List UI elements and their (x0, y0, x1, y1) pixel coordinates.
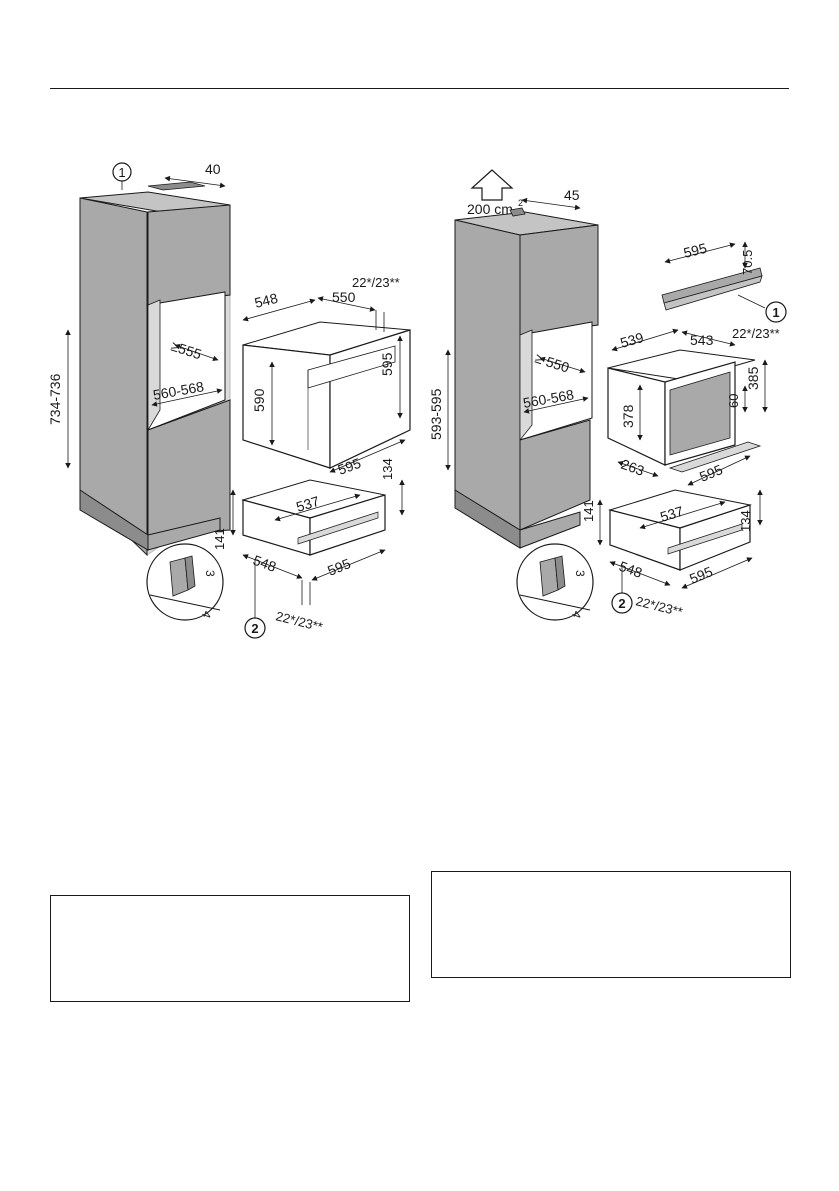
detail-dim-b: 4 (199, 609, 215, 620)
dim-drawer-height-right: 134 (380, 458, 395, 480)
dim-oven-height-inner: 378 (620, 404, 636, 428)
installation-diagram-left-svg: 1 40 734-736 ≥555 560-568 548 550 22*/23… (47, 161, 411, 639)
dim-drawer-depth: 548 (617, 558, 645, 581)
dim-oven-height: 595 (379, 352, 395, 376)
dim-line-drawer-width (681, 557, 753, 589)
callout-1: 1 (112, 162, 132, 190)
dim-drawer-depth: 548 (251, 552, 279, 575)
dim-drawer-height-left: 141 (212, 528, 227, 550)
note-box-left (50, 895, 410, 1002)
callout-1-label: 1 (118, 165, 125, 180)
dim-drawer-width: 595 (687, 563, 715, 587)
installation-diagram-right: 200 cm 2 45 593-595 ≥ 550 560-568 595 70… (428, 150, 810, 655)
dim-top-depth: 40 (205, 161, 221, 177)
dim-line-niche-depth (539, 356, 586, 374)
dim-line-drawer-inner-width (274, 493, 361, 522)
dim-oven-width: 595 (336, 455, 364, 478)
dim-line-drawer-width (311, 549, 386, 581)
dim-drawer-height-right: 134 (738, 510, 753, 532)
dim-line-oven-front-depth (317, 296, 376, 312)
tall-cabinet (454, 207, 599, 549)
detail-dim-a: 3 (573, 570, 587, 577)
dim-line-oven-width (687, 455, 751, 486)
dim-drawer-inner-width: 537 (294, 493, 321, 515)
detail-dim-a: 3 (203, 570, 217, 577)
dim-oven-depth: 548 (253, 290, 280, 311)
installation-diagram-left: 1 40 734-736 ≥555 560-568 548 550 22*/23… (40, 150, 420, 655)
dim-line-drawer-depth (242, 554, 303, 579)
dim-trim-width: 595 (682, 240, 709, 261)
dim-top-depth: 45 (564, 187, 580, 203)
dim-drawer-width: 595 (325, 555, 353, 579)
dim-oven-front-depth: 543 (690, 332, 714, 348)
installation-diagram-right-svg: 200 cm 2 45 593-595 ≥ 550 560-568 595 70… (428, 169, 787, 621)
callout-1-label: 1 (772, 305, 779, 320)
detail-magnifier: 3 4 (146, 543, 224, 621)
dim-line-drawer-depth (609, 561, 671, 586)
dim-oven-front-depth: 550 (332, 289, 356, 305)
vent-area-label: 200 cm (467, 201, 513, 217)
dim-oven-depth: 539 (618, 329, 645, 351)
dim-line-niche-depth (174, 344, 219, 361)
callout-2-label: 2 (618, 596, 625, 611)
top-rule (50, 88, 789, 89)
dim-line-niche-width (151, 388, 223, 407)
dim-line-top-depth (164, 175, 226, 189)
dim-front-offset: 22*/23** (352, 275, 400, 290)
callout-2-label: 2 (251, 621, 258, 636)
compact-oven-unit (607, 349, 762, 473)
dim-line-drawer-inner-width (639, 500, 726, 530)
callout-1: 1 (737, 294, 787, 323)
dim-line-trim-width (664, 242, 736, 264)
dim-front-offset: 22*/23** (732, 326, 780, 341)
callout-2: 2 (611, 565, 633, 614)
dim-line-oven-front-depth (681, 330, 736, 347)
dim-line-oven-depth (611, 328, 679, 352)
dim-line-tray-depth (617, 461, 659, 477)
vent-arrow-icon (470, 169, 514, 201)
dim-tray-depth: 263 (619, 456, 647, 479)
dim-trim-height: 70.5 (740, 250, 755, 275)
dim-line-oven-width (329, 439, 406, 473)
oven-unit (242, 321, 411, 469)
detail-dim-b: 4 (569, 609, 585, 620)
callout-2: 2 (244, 560, 266, 639)
dim-line-top-depth (521, 197, 581, 211)
dim-oven-height: 385 (745, 366, 761, 390)
detail-magnifier: 3 4 (516, 543, 594, 621)
dim-oven-gap: 60 (726, 394, 741, 408)
dim-line-niche-width (523, 396, 589, 414)
dim-line-oven-depth (242, 298, 316, 322)
warming-drawer (241, 479, 386, 556)
dim-drawer-inner-width: 537 (658, 503, 685, 525)
dim-drawer-height-left: 141 (581, 500, 596, 522)
dim-drawer-offset: 22*/23** (274, 608, 324, 634)
dim-cabinet-height: 593-595 (430, 388, 444, 440)
dim-oven-height-inner: 590 (251, 388, 267, 412)
note-box-right (431, 871, 791, 978)
dim-cabinet-height: 734-736 (47, 373, 63, 425)
vent-area-superscript: 2 (518, 198, 523, 208)
dim-drawer-offset: 22*/23** (634, 593, 684, 619)
trim-strip (661, 267, 763, 311)
tall-cabinet (79, 181, 231, 557)
